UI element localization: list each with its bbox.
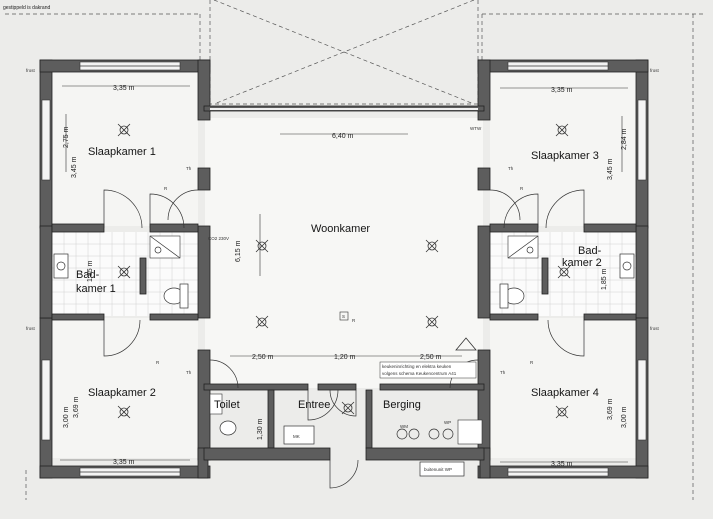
socket-icon (339, 311, 349, 321)
room-label-entree: Entree (298, 399, 330, 411)
dim-s2-height-a: 3,00 m (63, 406, 70, 428)
note-buitenunit: buitenunit WP (424, 467, 452, 472)
room-label-slaapkamer-1: Slaapkamer 1 (88, 146, 156, 158)
dim-s4-height-a: 3,69 m (607, 398, 614, 420)
dim-badkamer-1-height: 1,85 m (87, 260, 94, 282)
symbol-s-woonkamer: S (342, 314, 345, 319)
dim-toilet-height: 1,30 m (257, 418, 264, 440)
dim-woonkamer-right: 2,50 m (420, 354, 442, 361)
note-frost-right-mid: frost (650, 326, 660, 331)
room-label-toilet: Toilet (214, 399, 240, 411)
note-wp: WP (444, 420, 451, 425)
note-kitchen-line1: keukeninrichting en elektra keuken (382, 364, 452, 369)
note-frost-left-mid: frost (26, 326, 36, 331)
room-label-badkamer-2-line1: Bad- (578, 245, 602, 257)
sanitary-fixtures (53, 235, 635, 477)
dimension-lines (60, 85, 628, 463)
note-co2: CO2 230V (208, 236, 229, 241)
floor-area (52, 72, 636, 458)
note-frost-right-top: frost (650, 68, 660, 73)
room-label-badkamer-1-line2: kamer 1 (76, 283, 116, 295)
room-label-slaapkamer-4: Slaapkamer 4 (531, 387, 599, 399)
dim-s2-height-b: 3,69 m (73, 396, 80, 418)
windows (41, 61, 647, 477)
dim-badkamer-2-height: 1,85 m (601, 268, 608, 290)
dim-s3-height-b: 3,45 m (607, 158, 614, 180)
dim-woonkamer-left: 2,50 m (252, 354, 274, 361)
dim-s4-width: 3,35 m (551, 461, 573, 468)
note-frost-left-top: frost (26, 68, 36, 73)
dim-s2-width: 3,35 m (113, 459, 135, 466)
room-label-badkamer-2-line2: kamer 2 (562, 257, 602, 269)
symbol-thermostat-s2: Th (186, 370, 192, 375)
note-wm: WM (400, 424, 408, 429)
symbol-r-s2: R (156, 360, 160, 365)
dim-woonkamer-width: 6,40 m (332, 133, 354, 140)
doors (103, 189, 585, 489)
dim-s3-height-a: 2,84 m (621, 128, 628, 150)
room-label-slaapkamer-2: Slaapkamer 2 (88, 387, 156, 399)
note-mk: MK (293, 434, 300, 439)
symbol-r-s1: R (164, 186, 168, 191)
note-kitchen-line2: volgens schema Keukencentrum A41 (382, 371, 457, 376)
symbol-r-s3: R (520, 186, 524, 191)
dim-woonkamer-height: 6,15 m (235, 240, 242, 262)
kitchen-note-box (379, 361, 477, 379)
symbol-r-woonkamer: R (352, 318, 356, 323)
room-label-woonkamer: Woonkamer (311, 223, 370, 235)
dim-s1-height-b: 3,45 m (71, 156, 78, 178)
room-label-badkamer-1-line1: Bad- (76, 269, 100, 281)
symbol-r-s4: R (530, 360, 534, 365)
electrical-symbols (117, 123, 571, 419)
note-roof-edge: gestippeld is dakrand (3, 5, 50, 11)
roof-edge-outline (5, 0, 705, 500)
dim-s3-width: 3,35 m (551, 87, 573, 94)
dim-s1-width: 3,35 m (113, 85, 135, 92)
room-label-slaapkamer-3: Slaapkamer 3 (531, 150, 599, 162)
symbol-thermostat-s4: Th (500, 370, 506, 375)
symbol-thermostat-s1: Th (186, 166, 192, 171)
dim-s4-height-b: 3,00 m (621, 406, 628, 428)
room-label-berging: Berging (383, 399, 421, 411)
note-wtw: WTW (470, 126, 482, 131)
dim-s1-height-a: 2,75 m (63, 126, 70, 148)
dim-woonkamer-mid: 1,20 m (334, 354, 356, 361)
symbol-thermostat-s3: Th (508, 166, 514, 171)
